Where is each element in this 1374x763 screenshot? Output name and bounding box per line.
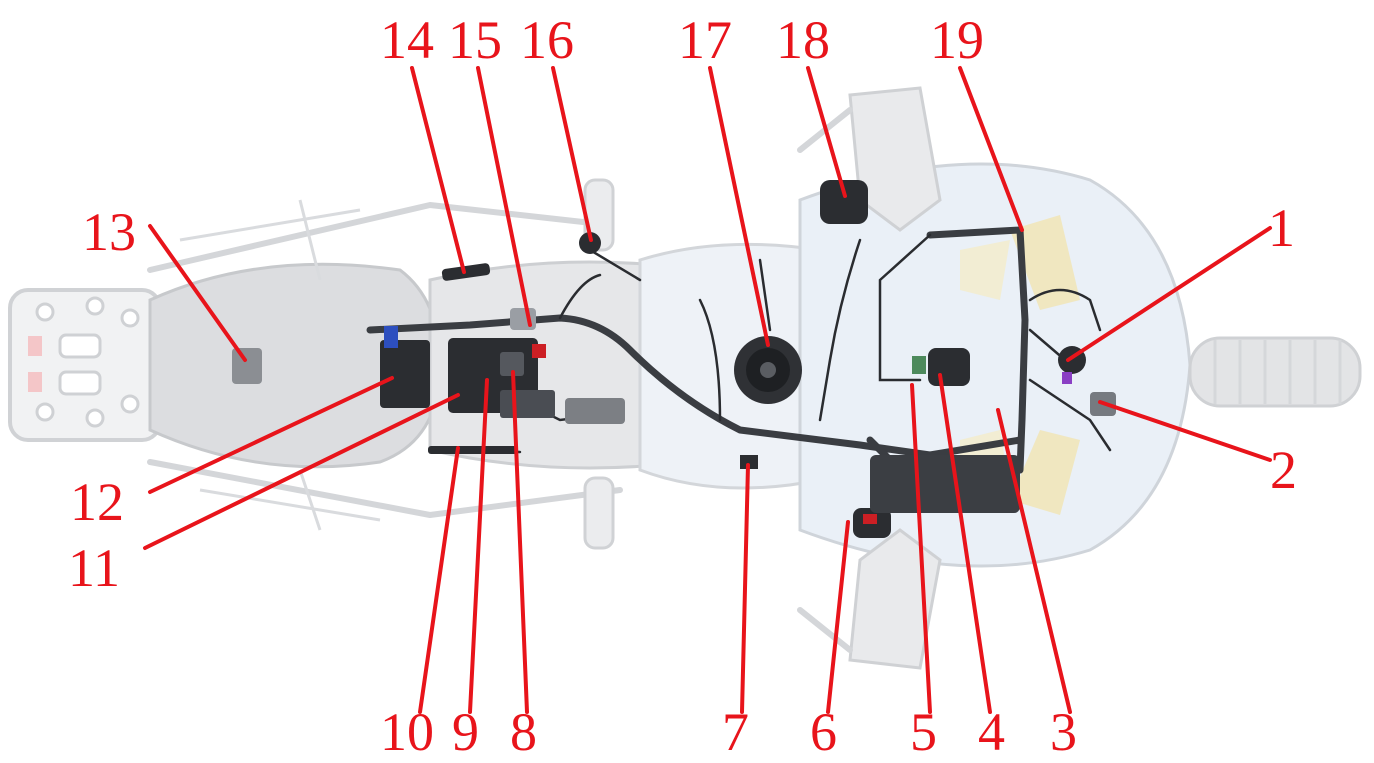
callout-18: 18 bbox=[776, 10, 830, 70]
callout-8: 8 bbox=[510, 702, 537, 758]
lower-assembly bbox=[870, 455, 1020, 513]
leader-6 bbox=[826, 520, 850, 714]
callout-12: 12 bbox=[70, 472, 124, 532]
leader-lines bbox=[143, 66, 1272, 714]
leader-9 bbox=[468, 378, 489, 714]
ignition-switch bbox=[928, 348, 970, 386]
callout-2: 2 bbox=[1270, 440, 1297, 500]
leader-2 bbox=[1098, 400, 1272, 462]
leader-10 bbox=[418, 446, 460, 714]
leader-8 bbox=[511, 370, 529, 714]
callout-labels: 1 2 3 4 5 6 7 8 9 10 11 12 13 14 15 16 1… bbox=[68, 10, 1297, 762]
components bbox=[232, 180, 1116, 538]
leader-17 bbox=[708, 66, 770, 347]
leader-18 bbox=[806, 66, 847, 198]
callout-9: 9 bbox=[452, 702, 479, 758]
left-switch bbox=[820, 180, 868, 224]
callout-11: 11 bbox=[68, 538, 120, 598]
leader-4 bbox=[938, 373, 992, 714]
leader-7 bbox=[740, 463, 750, 714]
callout-7: 7 bbox=[722, 702, 749, 758]
callout-5: 5 bbox=[910, 702, 937, 758]
switch-16 bbox=[579, 232, 601, 254]
callout-19: 19 bbox=[930, 10, 984, 70]
callout-3: 3 bbox=[1050, 702, 1077, 758]
callout-4: 4 bbox=[978, 702, 1005, 758]
callout-15: 15 bbox=[448, 10, 502, 70]
leader-15 bbox=[476, 66, 532, 327]
leader-1 bbox=[1066, 226, 1272, 362]
ecu bbox=[565, 398, 625, 424]
callout-1: 1 bbox=[1268, 198, 1295, 258]
leader-3 bbox=[996, 408, 1072, 714]
leader-16 bbox=[551, 66, 593, 242]
motorcycle-body-ghost bbox=[8, 86, 1362, 670]
tail-module bbox=[232, 348, 262, 384]
callout-13: 13 bbox=[82, 202, 136, 262]
leader-13 bbox=[148, 224, 247, 362]
callout-17: 17 bbox=[678, 10, 732, 70]
connector-7 bbox=[740, 455, 758, 469]
connector-10 bbox=[428, 446, 518, 454]
leader-11 bbox=[143, 393, 460, 550]
callout-14: 14 bbox=[380, 10, 434, 70]
leader-12 bbox=[148, 376, 394, 494]
callout-10: 10 bbox=[380, 702, 434, 758]
battery-box bbox=[380, 340, 430, 408]
leader-19 bbox=[958, 66, 1024, 232]
callout-6: 6 bbox=[810, 702, 837, 758]
leader-14 bbox=[410, 66, 466, 274]
connector-15 bbox=[510, 308, 536, 330]
leader-5 bbox=[910, 383, 932, 714]
callout-16: 16 bbox=[520, 10, 574, 70]
